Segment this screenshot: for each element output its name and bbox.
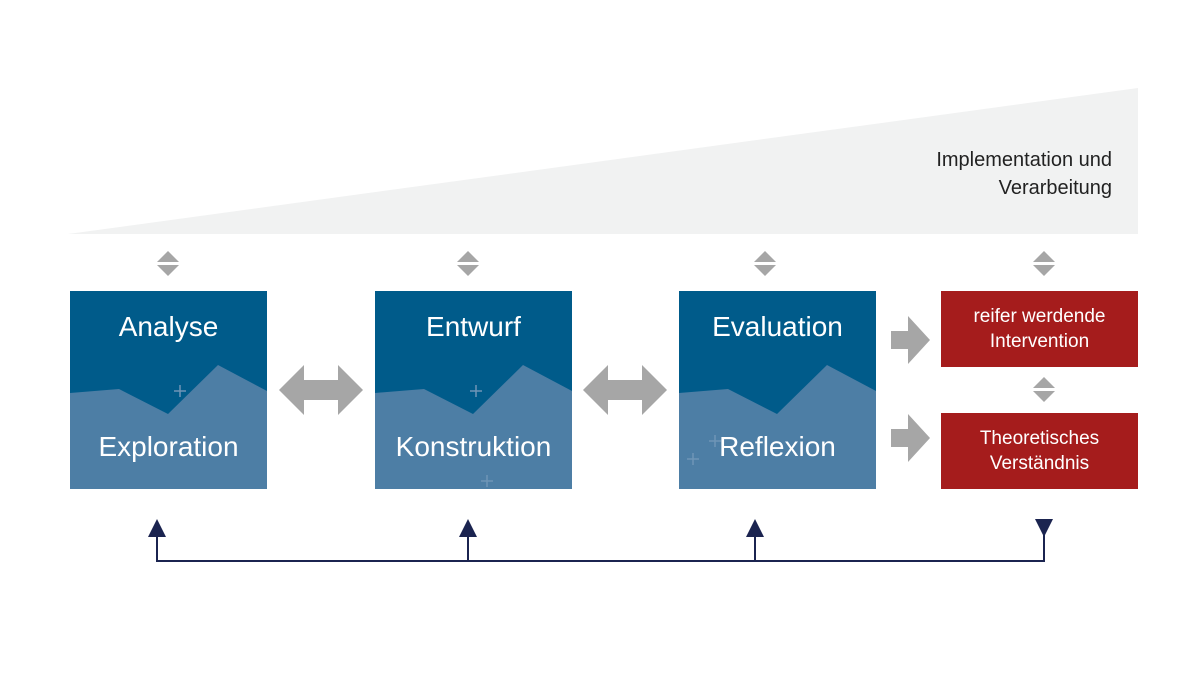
phase-box-entwurf: Entwurf Konstruktion [375, 291, 572, 489]
phase-subtitle: Exploration [98, 431, 239, 462]
up-down-diamond-icon [157, 251, 179, 276]
phase-box-background [70, 291, 267, 489]
up-down-diamond-icon [754, 251, 776, 276]
output-box-intervention: reifer werdende Intervention [941, 291, 1138, 367]
phase-subtitle: Reflexion [719, 431, 836, 462]
right-arrow-icon [891, 316, 930, 364]
phase-title: Evaluation [712, 311, 843, 342]
phase-title: Analyse [118, 311, 219, 342]
triangle-arrowhead-icon [746, 519, 764, 537]
up-down-diamond-icon [457, 251, 479, 276]
phase-box-analyse: Analyse Exploration [70, 291, 267, 489]
phase-title: Entwurf [426, 311, 521, 342]
up-down-diamond-icon [1033, 251, 1055, 276]
implementation-label: Implementation und Verarbeitung [880, 146, 1112, 202]
double-headed-arrow-icon [279, 365, 363, 415]
output-box-theory: Theoretisches Verständnis [941, 413, 1138, 489]
phase-box-evaluation: Evaluation Reflexion [679, 291, 876, 489]
phase-subtitle: Konstruktion [395, 431, 552, 462]
triangle-arrowhead-icon [1035, 519, 1053, 537]
triangle-arrowhead-icon [148, 519, 166, 537]
triangle-arrowhead-icon [459, 519, 477, 537]
output-line2: Intervention [989, 331, 1090, 352]
right-arrow-icon [891, 414, 930, 462]
output-line1: Theoretisches [979, 428, 1100, 449]
output-line2: Verständnis [989, 453, 1090, 474]
implementation-label-line2: Verarbeitung [998, 177, 1112, 199]
feedback-loop-line [156, 533, 1045, 562]
phase-box-background [679, 291, 876, 489]
implementation-label-line1: Implementation und [936, 149, 1112, 171]
phase-box-background [375, 291, 572, 489]
up-down-diamond-icon [1033, 377, 1055, 402]
double-headed-arrow-icon [583, 365, 667, 415]
output-line1: reifer werdende [973, 306, 1106, 327]
